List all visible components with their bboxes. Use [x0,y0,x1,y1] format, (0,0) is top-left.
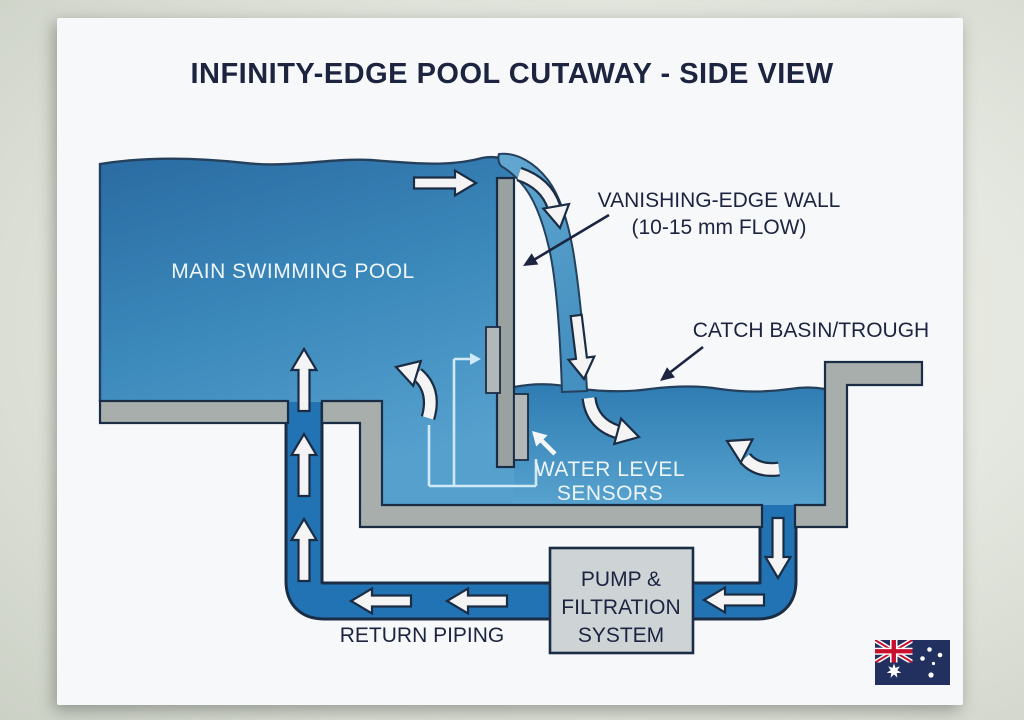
crest-arrow-shaft [517,169,559,209]
wall-pointer-line [531,213,610,263]
crest-arrow-head-icon [541,202,571,231]
flow-arrow-return-left-2-icon [444,586,509,616]
vanishing-edge-wall [495,176,516,469]
basin-entry-arrow-shaft [583,397,620,438]
flag-commonwealth-star [886,663,902,678]
vanishing-wall-label-line2: (10-15 mm FLOW) [631,216,806,239]
flow-arrow-riser-up-1-icon [289,346,319,413]
return-piping-label: RETURN PIPING [340,624,505,647]
flow-arrow-pump-inlet-icon [701,585,766,615]
sensor-wires [427,357,538,488]
wall-pointer-head-icon [523,253,539,266]
pool-surface-line [98,155,515,402]
vanishing-wall-label-line1: VANISHING-EDGE WALL [598,189,841,212]
pipe-run [284,390,798,621]
pool-circ-arrow-head-icon [393,359,423,388]
water-level-sensor-upper [485,326,501,394]
water-level-sensor-lower [513,393,529,461]
pump-label-line3: SYSTEM [578,624,664,647]
australia-flag-icon [875,640,950,685]
water-level-label-line1: WATER LEVEL [535,458,685,481]
pool-circ-arrow-shaft [413,369,436,420]
label-pointers [523,213,704,456]
pipe-water [287,390,795,618]
flow-arrow-waterfall-down-icon [566,313,597,382]
flow-arrow-right-icon [412,168,479,198]
sensor-pointer-head-icon [532,431,548,447]
catch-basin-label: CATCH BASIN/TROUGH [693,319,929,342]
basin-pointer-line [667,345,704,376]
diagram-title: INFINITY-EDGE POOL CUTAWAY - SIDE VIEW [190,58,833,90]
flow-arrow-riser-up-2-icon [289,431,319,498]
pump-filtration-box [548,546,695,655]
flow-arrow-return-left-1-icon [348,586,413,616]
sensor-pointer-line [538,437,557,456]
flag-southern-cross [920,647,943,678]
basin-floor-and-step [320,399,764,529]
pump-label-line1: PUMP & [581,568,661,591]
main-pool-label: MAIN SWIMMING POOL [171,260,415,283]
basin-circ-arrow-head-icon [725,438,755,465]
pump-label-line2: FILTRATION [561,596,680,619]
pool-floor-slab [98,399,290,425]
basin-pointer-head-icon [660,367,675,381]
flow-arrows [289,168,793,616]
flag-union-jack [875,640,913,663]
concrete-shell [98,360,924,529]
basin-circ-arrow-shaft [741,454,780,475]
curved-flow-arrows [393,166,781,477]
water-level-label-line2: SENSORS [557,482,663,505]
wire-arrowhead-icon [470,353,481,365]
basin-entry-arrow-head-icon [612,416,642,446]
main-pool-water [100,157,514,505]
flow-arrow-drain-down-icon [763,516,793,581]
basin-right-wall-and-deck [793,360,924,529]
flow-arrow-riser-up-3-icon [289,516,319,583]
